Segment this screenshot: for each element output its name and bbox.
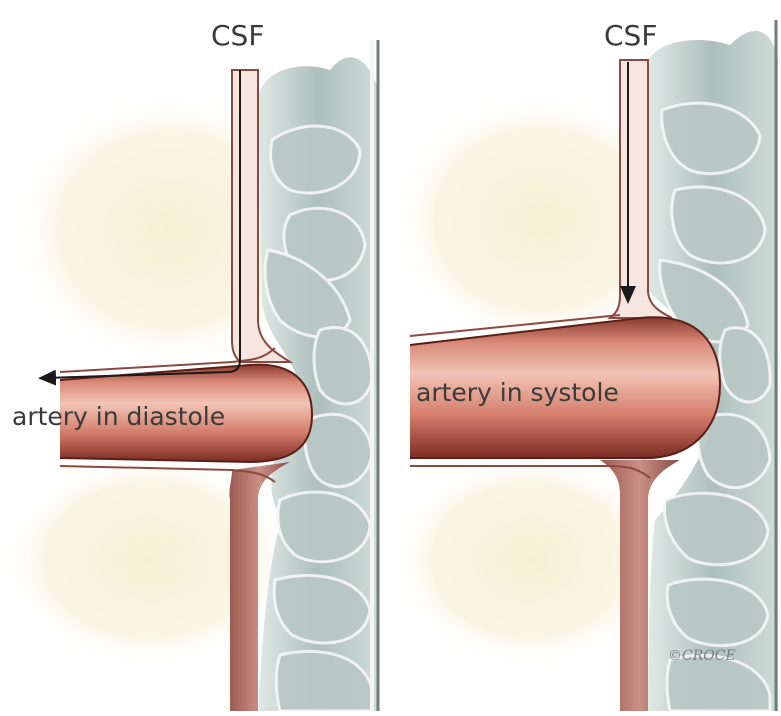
right-csf-label: CSF xyxy=(604,22,657,50)
left-csf-label: CSF xyxy=(211,22,264,50)
right-artery-label: artery in systole xyxy=(416,380,619,405)
left-artery-label: artery in diastole xyxy=(12,404,225,429)
artist-signature: ©CROCE xyxy=(668,648,736,664)
